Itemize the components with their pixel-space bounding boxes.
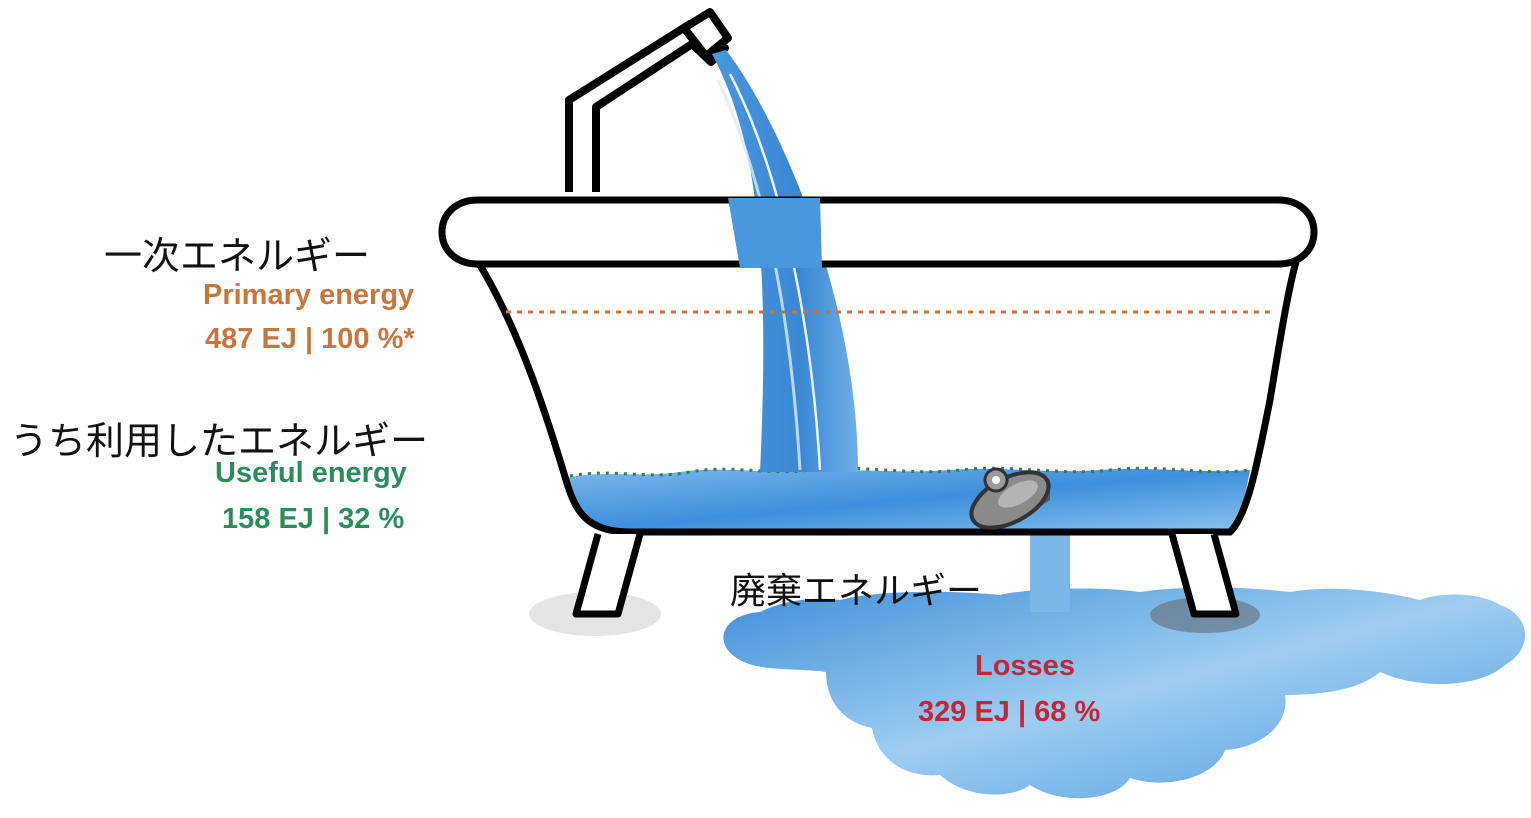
primary-energy-value: 487 EJ | 100 %* [205, 323, 415, 355]
left-leg [572, 533, 644, 618]
losses-value: 329 EJ | 68 % [918, 696, 1101, 728]
primary-energy-label-jp: 一次エネルギー [104, 234, 371, 278]
losses-label-jp: 廃棄エネルギー [730, 571, 983, 612]
tub-rim [438, 196, 1318, 268]
water-puddle-icon [723, 587, 1526, 799]
useful-energy-label-jp: うち利用したエネルギー [10, 419, 429, 463]
useful-energy-value: 158 EJ | 32 % [222, 503, 405, 535]
right-leg [1168, 533, 1240, 618]
drain-plug-icon [969, 467, 1051, 530]
primary-energy-label: Primary energy [203, 279, 415, 311]
useful-energy-level-line [569, 466, 1249, 478]
useful-energy-label: Useful energy [215, 457, 407, 489]
bathtub-icon [478, 262, 1296, 532]
losses-label: Losses [975, 650, 1075, 682]
tub-water [566, 468, 1250, 532]
